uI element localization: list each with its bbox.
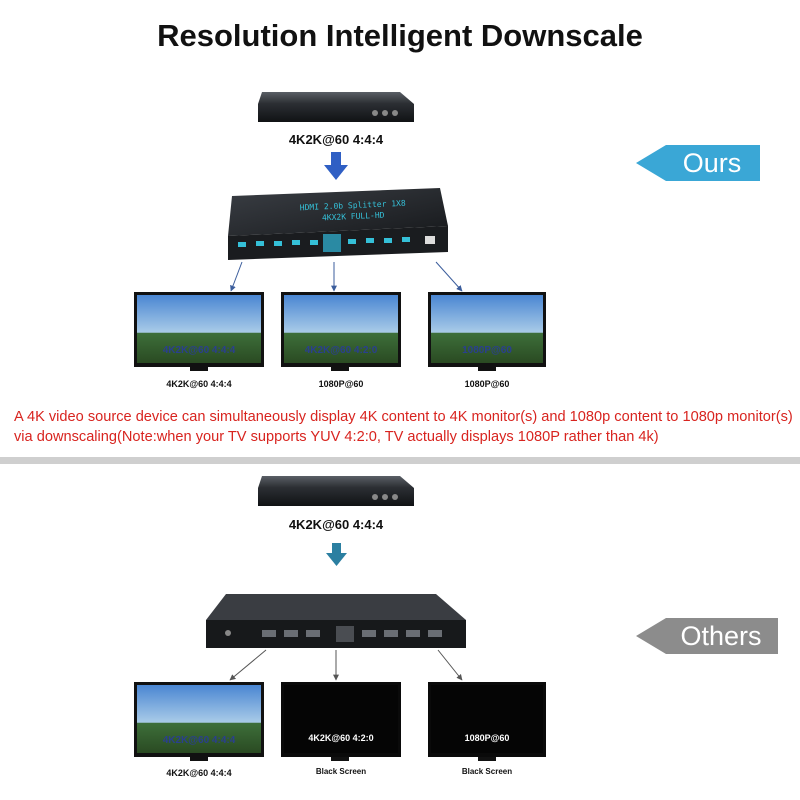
ours-source-player <box>258 92 414 122</box>
ours-tv-3-caption: 1080P@60 <box>464 379 510 389</box>
others-tag-shape <box>636 618 778 654</box>
ours-source-label: 4K2K@60 4:4:4 <box>288 132 384 147</box>
ours-tv-3 <box>428 292 546 371</box>
ours-tv-2 <box>281 292 401 371</box>
ours-tv-3-screen-label: 1080P@60 <box>462 345 512 356</box>
others-down-arrow <box>326 543 347 566</box>
ours-tv-2-caption: 1080P@60 <box>318 379 364 389</box>
ours-tv-1 <box>134 292 264 371</box>
others-splitter <box>206 594 466 648</box>
ours-tag-shape <box>636 145 760 181</box>
section-divider <box>0 457 800 464</box>
others-tag: Others <box>680 621 762 651</box>
others-tv-1 <box>134 682 264 761</box>
others-tv-2-screen-label: 4K2K@60 4:2:0 <box>308 733 374 743</box>
others-source-player <box>258 476 414 506</box>
others-tv-2 <box>281 682 401 761</box>
others-tv-3-screen-label: 1080P@60 <box>464 733 510 743</box>
ours-connectors <box>230 261 463 292</box>
ours-down-arrow <box>324 152 348 180</box>
others-tv-1-caption: 4K2K@60 4:4:4 <box>166 768 232 778</box>
others-tv-1-screen-label: 4K2K@60 4:4:4 <box>162 735 236 746</box>
others-tv-2-caption: Black Screen <box>315 767 367 776</box>
ours-tag: Ours <box>682 148 742 178</box>
page-title: Resolution Intelligent Downscale <box>157 18 643 53</box>
ours-tv-1-caption: 4K2K@60 4:4:4 <box>166 379 232 389</box>
ours-tv-1-screen-label: 4K2K@60 4:4:4 <box>162 345 236 356</box>
others-connectors <box>229 649 463 681</box>
ours-tv-2-screen-label: 4K2K@60 4:2:0 <box>304 345 378 356</box>
explanation-note: A 4K video source device can simultaneou… <box>14 409 793 445</box>
ours-splitter <box>228 188 448 260</box>
others-source-label: 4K2K@60 4:4:4 <box>288 517 384 532</box>
others-tv-3-caption: Black Screen <box>461 767 513 776</box>
others-tv-3 <box>428 682 546 761</box>
